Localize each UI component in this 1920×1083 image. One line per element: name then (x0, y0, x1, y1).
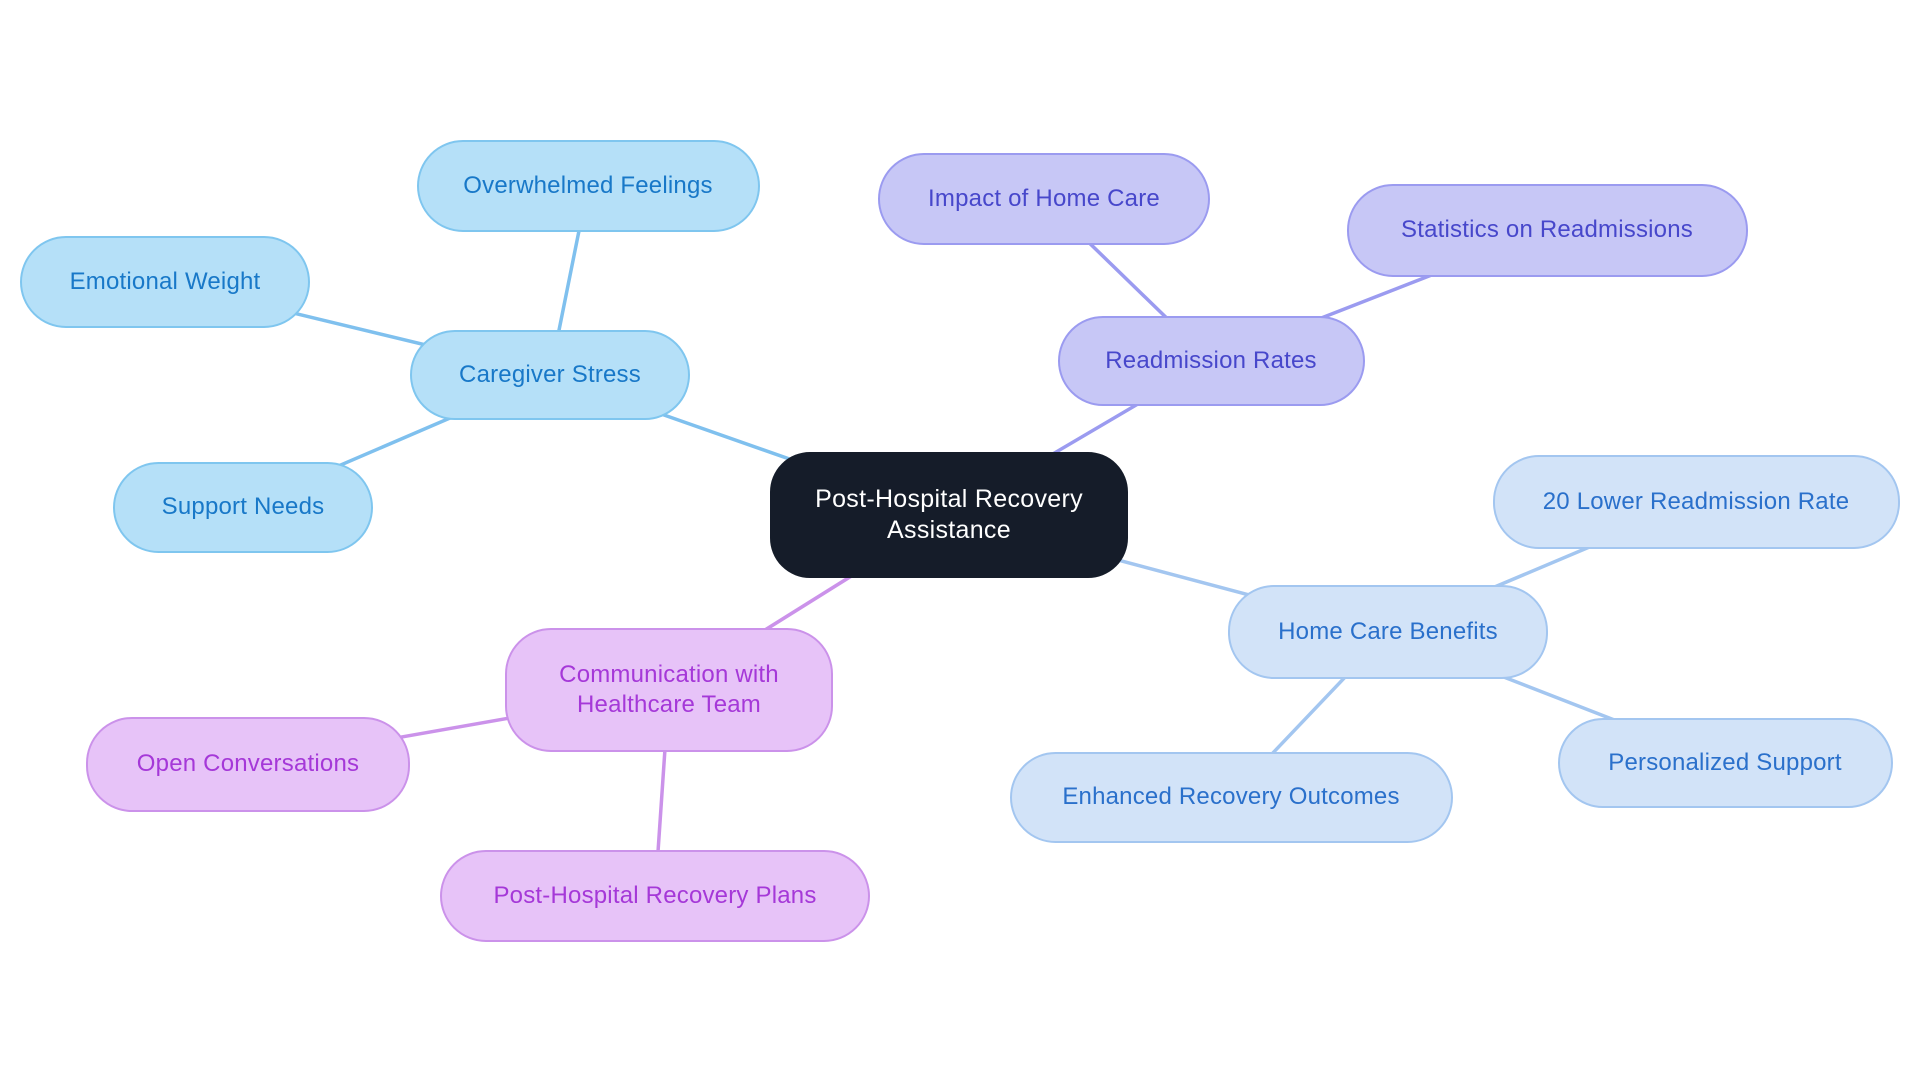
open-conversations-label: Open Conversations (136, 750, 360, 777)
impact-of-home-care-label: Impact of Home Care (928, 185, 1160, 212)
caregiver-stress-label: Caregiver Stress (459, 361, 641, 388)
statistics-on-readmissions-node: Statistics on Readmissions (1346, 183, 1748, 277)
personalized-support-label: Personalized Support (1608, 749, 1842, 776)
overwhelmed-feelings-label: Overwhelmed Feelings (463, 172, 713, 199)
home-care-benefits-label: Home Care Benefits (1278, 618, 1498, 645)
readmission-rates-label: Readmission Rates (1105, 347, 1317, 374)
home-care-benefits-node: Home Care Benefits (1228, 585, 1548, 679)
20-lower-readmission-rate-node: 20 Lower Readmission Rate (1492, 455, 1900, 549)
communication-with-healthcare-team-label: Communication with Healthcare Team (559, 661, 779, 718)
impact-of-home-care-node: Impact of Home Care (878, 153, 1210, 245)
personalized-support-node: Personalized Support (1557, 718, 1893, 808)
emotional-weight-label: Emotional Weight (69, 268, 261, 295)
support-needs-label: Support Needs (161, 493, 325, 520)
post-hospital-recovery-assistance-node: Post-Hospital Recovery Assistance (770, 452, 1128, 578)
post-hospital-recovery-plans-node: Post-Hospital Recovery Plans (440, 850, 870, 942)
enhanced-recovery-outcomes-label: Enhanced Recovery Outcomes (1062, 783, 1400, 810)
readmission-rates-node: Readmission Rates (1057, 316, 1365, 406)
emotional-weight-node: Emotional Weight (20, 236, 310, 328)
communication-with-healthcare-team-node: Communication with Healthcare Team (505, 628, 833, 752)
statistics-on-readmissions-label: Statistics on Readmissions (1401, 216, 1693, 243)
post-hospital-recovery-plans-label: Post-Hospital Recovery Plans (493, 882, 817, 909)
20-lower-readmission-rate-label: 20 Lower Readmission Rate (1542, 488, 1850, 515)
caregiver-stress-node: Caregiver Stress (410, 330, 690, 420)
enhanced-recovery-outcomes-node: Enhanced Recovery Outcomes (1009, 751, 1453, 843)
support-needs-node: Support Needs (113, 461, 373, 553)
open-conversations-node: Open Conversations (86, 716, 410, 812)
overwhelmed-feelings-node: Overwhelmed Feelings (416, 140, 760, 232)
post-hospital-recovery-assistance-label: Post-Hospital Recovery Assistance (815, 484, 1083, 544)
